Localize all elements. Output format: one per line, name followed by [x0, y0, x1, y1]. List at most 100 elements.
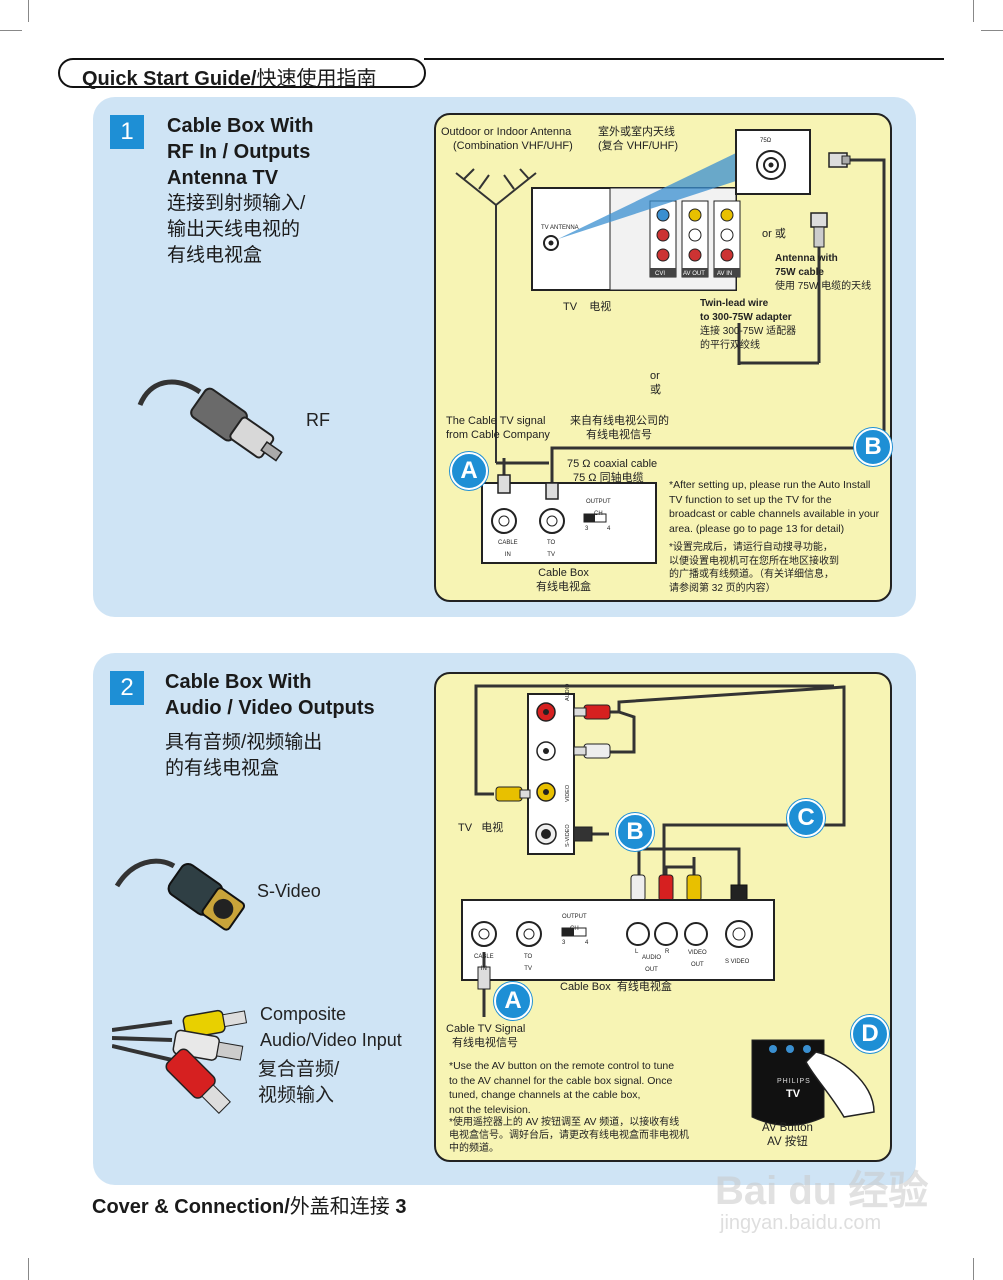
- setup-note-cn-line: *设置完成后，请运行自动搜寻功能，: [669, 542, 833, 553]
- av-button-label: AV Button AV 按钮: [762, 1121, 813, 1149]
- antenna-label-cn-line: (复合 VHF/UHF): [598, 140, 679, 152]
- page-number: 3: [395, 1196, 407, 1218]
- tv-label-en: TV: [563, 301, 578, 313]
- or-label-2-en: or: [650, 370, 660, 382]
- step-2-number: 2: [110, 671, 144, 705]
- video-out-label: VIDEO OUT: [688, 947, 707, 971]
- antenna-75-line: Antenna with: [775, 253, 838, 264]
- ch-3-label-2: 3: [562, 940, 566, 946]
- cable-box-2-en: Cable Box: [560, 981, 611, 993]
- composite-label: Composite Audio/Video Input: [260, 1001, 402, 1053]
- to-tv-line-2: TV: [524, 966, 532, 972]
- output-ch-line: OUTPUT: [586, 499, 611, 505]
- cable-signal-2-cn: 有线电视信号: [452, 1037, 518, 1049]
- jack-avout-label: AV OUT: [683, 271, 705, 277]
- composite-connector-icon: [112, 1009, 248, 1114]
- coax-label-en: 75 Ω coaxial cable: [567, 458, 658, 470]
- cable-signal-label-2: Cable TV Signal 有线电视信号: [446, 1022, 525, 1050]
- or-label-en: or: [762, 228, 772, 240]
- crop-mark: [981, 30, 1003, 31]
- footer-title-cn: 外盖和连接: [289, 1196, 390, 1218]
- av-note-line: not the television.: [449, 1103, 531, 1116]
- antenna-label-cn: 室外或室内天线 (复合 VHF/UHF): [598, 125, 678, 153]
- setup-note-line: TV function to set up the TV for the: [669, 493, 832, 506]
- antenna-label-line: (Combination VHF/UHF): [453, 140, 573, 152]
- section-1-title-line: Antenna TV: [167, 167, 279, 189]
- tv-label-2-cn: 电视: [481, 822, 504, 834]
- audio-out-line: AUDIO: [642, 955, 662, 961]
- or-label-2: or 或: [650, 369, 661, 397]
- crop-mark: [28, 1258, 29, 1280]
- jack-avin-label: AV IN: [717, 271, 733, 277]
- callout-c-badge: C: [787, 799, 825, 837]
- cable-signal-line: The Cable TV signal: [446, 415, 546, 427]
- antenna-75-line: 75W cable: [775, 267, 824, 278]
- output-ch-label-2: OUTPUT CH: [562, 911, 587, 935]
- tv-label-cn: 电视: [589, 301, 612, 313]
- antenna-75-cn: 使用 75W 电缆的天线: [775, 281, 872, 292]
- twin-lead-line: Twin-lead wire: [700, 298, 769, 309]
- twin-lead-cn-line: 的平行双绞线: [700, 340, 760, 351]
- setup-note-cn: *设置完成后，请运行自动搜寻功能， 以便设置电视机可在您所在地区接收到 的广播或…: [669, 541, 891, 595]
- video-out-line: OUT: [691, 962, 704, 968]
- audio-out-line: OUT: [645, 967, 658, 973]
- crop-mark: [973, 1258, 974, 1280]
- cable-in-line: CABLE: [498, 540, 518, 546]
- jack-svideo-label: S-VIDEO: [565, 824, 571, 847]
- jack-audio-label: AUDIO: [565, 683, 571, 701]
- av-note-cn: *使用遥控器上的 AV 按钮调至 AV 频道，以接收有线 电视盒信号。调好台后，…: [449, 1116, 749, 1155]
- av-note: *Use the AV button on the remote control…: [449, 1059, 749, 1117]
- output-ch-line-2: CH: [570, 926, 579, 932]
- composite-label-cn-line: 视频输入: [258, 1085, 335, 1106]
- tv-label-2-en: TV: [458, 822, 473, 834]
- composite-label-cn: 复合音频/ 视频输入: [258, 1057, 339, 1109]
- rf-label: RF: [306, 410, 330, 430]
- jack-cvi-label: CVI: [655, 271, 666, 277]
- output-ch-line-2: OUTPUT: [562, 914, 587, 920]
- to-tv-line: TV: [547, 552, 555, 558]
- antenna-label-cn-line: 室外或室内天线: [598, 126, 675, 138]
- to-tv-label: TO TV: [547, 537, 555, 561]
- cable-box-cn: 有线电视盒: [536, 581, 591, 593]
- cable-box-label-2: Cable Box 有线电视盒: [560, 980, 672, 994]
- remote-logo: TV: [786, 1088, 801, 1100]
- watermark-url: jingyan.baidu.com: [720, 1212, 882, 1234]
- output-ch-line: CH: [594, 511, 603, 517]
- cable-signal-cn-line: 有线电视信号: [586, 429, 652, 441]
- cable-signal-label: The Cable TV signal from Cable Company: [446, 414, 550, 442]
- section-1-title: Cable Box With RF In / Outputs Antenna T…: [167, 113, 314, 191]
- section-1-wiring: [455, 129, 886, 564]
- section-2-title-cn-line: 的有线电视盒: [165, 758, 280, 779]
- s-video-out-label: S VIDEO: [725, 959, 750, 965]
- or-label: or 或: [762, 227, 786, 241]
- antenna-label: Outdoor or Indoor Antenna (Combination V…: [441, 125, 573, 153]
- section-1-title-line: RF In / Outputs: [167, 141, 311, 163]
- to-tv-label-2: TO TV: [524, 951, 532, 975]
- twin-lead-line: to 300-75W adapter: [700, 312, 792, 323]
- cable-in-line-2: CABLE: [474, 954, 494, 960]
- av-note-line: to the AV channel for the cable box sign…: [449, 1074, 673, 1087]
- watermark-logo: Bai du 经验: [715, 1169, 929, 1213]
- setup-note-line: area. (please go to page 13 for detail): [669, 522, 845, 535]
- svideo-connector-icon: [114, 858, 246, 931]
- ohm-75-label: 75Ω: [760, 138, 772, 144]
- ch-4-label: 4: [607, 526, 611, 532]
- rf-connector-icon: [137, 379, 283, 462]
- setup-note-line: broadcast or cable channels available in…: [669, 508, 880, 520]
- setup-note-cn-line: 请参阅第 32 页的内容）: [669, 582, 776, 594]
- footer-title-en: Cover & Connection/: [92, 1196, 290, 1218]
- crop-mark: [973, 0, 974, 22]
- av-note-line: tuned, change channels at the cable box,: [449, 1089, 641, 1101]
- setup-note-cn-line: 的广播或有线频道。（有关详细信息，: [669, 569, 834, 580]
- page-title: Quick Start Guide/快速使用指南: [82, 62, 376, 91]
- section-2-wiring: [461, 684, 875, 1126]
- coax-label-cn: 75 Ω 同轴电缆: [573, 472, 644, 484]
- svideo-label: S-Video: [257, 881, 321, 901]
- av-note-cn-line: 电视盒信号。调好台后，请更改有线电视盒而非电视机: [449, 1130, 689, 1141]
- section-2-title-line: Cable Box With: [165, 671, 312, 693]
- cable-in-line-2: IN: [480, 966, 487, 972]
- ch-3-label: 3: [585, 526, 589, 532]
- av-button-en: AV Button: [762, 1122, 813, 1134]
- cable-signal-line: from Cable Company: [446, 429, 550, 441]
- section-2-title-line: Audio / Video Outputs: [165, 697, 375, 719]
